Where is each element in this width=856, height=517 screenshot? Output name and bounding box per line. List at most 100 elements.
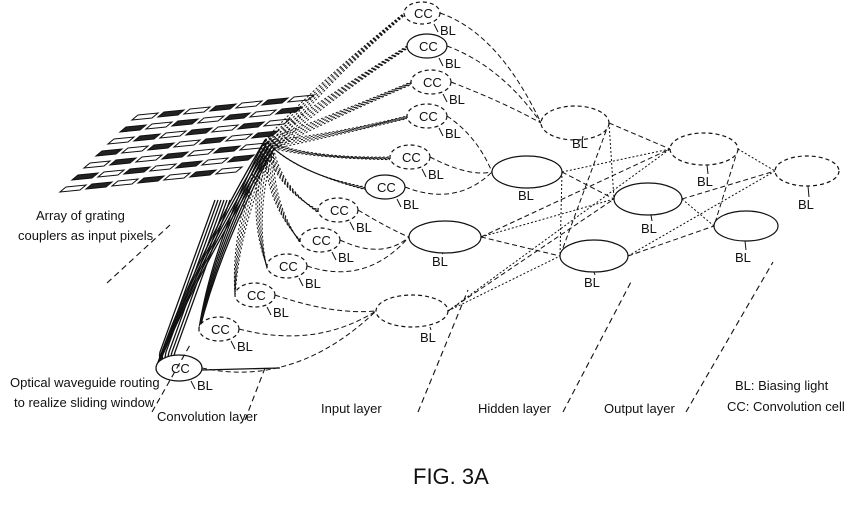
waveguide-route	[264, 45, 408, 141]
grating-coupler-pixel	[226, 154, 256, 163]
network-connections	[201, 12, 776, 373]
bl-label: BL	[428, 167, 444, 182]
array-annotation-line1: Array of grating	[36, 208, 125, 223]
grating-coupler-pixel	[172, 139, 202, 148]
bl-label: BL	[432, 254, 448, 269]
waveguide-route	[273, 148, 301, 243]
grating-coupler-pixel	[110, 178, 140, 187]
cc-label: CC	[414, 6, 433, 21]
layer-connection	[713, 148, 739, 227]
waveguide-route	[267, 141, 391, 159]
layer-connection	[447, 148, 671, 312]
grating-coupler-pixel	[132, 133, 162, 142]
cc-label: CC	[419, 109, 438, 124]
grating-coupler-pixel	[248, 109, 278, 118]
neuron-cell: BL	[774, 155, 840, 212]
layer-connection	[480, 198, 615, 238]
waveguide-route	[258, 144, 270, 268]
grating-coupler-pixel	[208, 103, 238, 112]
neuron-cell: BL	[669, 132, 739, 189]
waveguide-route	[261, 148, 275, 269]
grating-coupler-pixel	[144, 121, 174, 130]
figure-caption: FIG. 3A	[413, 464, 489, 489]
layer-connection	[480, 148, 671, 238]
legend-bl: BL: Biasing light	[735, 378, 829, 393]
cc-to-input-connection	[446, 115, 493, 173]
layer-connection	[608, 122, 615, 200]
cc-to-input-connection	[404, 171, 493, 195]
bl-label: BL	[197, 378, 213, 393]
layer-connection	[447, 198, 615, 312]
cc-label: CC	[330, 203, 349, 218]
waveguide-route	[271, 47, 408, 147]
grating-coupler-pixel	[130, 112, 160, 121]
cc-label: CC	[402, 150, 421, 165]
cc-to-input-connection	[446, 45, 542, 124]
legend-cc: CC: Convolution cell	[727, 399, 845, 414]
waveguide-route	[269, 144, 366, 189]
waveguide-route	[271, 117, 408, 148]
waveguide-route	[267, 116, 408, 143]
layer-connection	[608, 122, 671, 150]
layer-connection	[559, 171, 563, 257]
grating-coupler-pixel	[148, 163, 178, 172]
bl-label: BL	[518, 188, 534, 203]
cc-to-input-connection	[274, 294, 377, 313]
grating-coupler-pixel	[108, 157, 138, 166]
cc-to-input-connection	[238, 310, 377, 337]
grating-coupler-pixel	[158, 130, 188, 139]
cc-output-line	[201, 367, 281, 371]
grating-coupler-pixel	[120, 145, 150, 154]
layer-connection	[681, 170, 776, 200]
bl-label: BL	[449, 92, 465, 107]
waveguide-route	[155, 146, 273, 371]
waveguide-route	[269, 46, 408, 145]
grating-coupler-pixel	[146, 142, 176, 151]
cc-to-input-connection	[201, 310, 377, 373]
neuron-cell: BL	[713, 210, 779, 265]
bl-label: BL	[440, 23, 456, 38]
grating-coupler-pixel	[196, 115, 226, 124]
grating-coupler-pixel	[82, 160, 112, 169]
cc-label: CC	[171, 361, 190, 376]
cc-to-input-connection	[439, 12, 542, 124]
hidden-layer-label: Hidden layer	[478, 401, 552, 416]
layer-connection	[627, 170, 776, 257]
grating-coupler-pixel	[222, 112, 252, 121]
bl-label: BL	[420, 330, 436, 345]
grating-coupler-pixel	[186, 148, 216, 157]
grating-coupler-pixel	[274, 106, 304, 115]
grating-coupler-pixel	[286, 94, 316, 103]
grating-coupler-array	[58, 94, 316, 193]
cc-label: CC	[211, 322, 230, 337]
bl-label: BL	[641, 221, 657, 236]
cc-label: CC	[423, 75, 442, 90]
waveguide-route	[264, 12, 405, 141]
convolution-cell: CC BL	[155, 354, 213, 393]
waveguide-route	[267, 82, 412, 143]
waveguide-route	[269, 116, 408, 145]
layer-connection	[627, 225, 715, 257]
waveguide-route	[264, 139, 391, 158]
grating-coupler-pixel	[234, 100, 264, 109]
grating-coupler-pixel	[224, 133, 254, 142]
grating-coupler-pixel	[170, 118, 200, 127]
grating-coupler-pixel	[210, 124, 240, 133]
cc-to-input-connection	[450, 81, 542, 124]
waveguide-route	[273, 148, 366, 191]
cc-label: CC	[312, 233, 331, 248]
neuron-cell: BL	[559, 239, 629, 290]
grating-coupler-pixel	[84, 181, 114, 190]
convolution-cell: CC BL	[410, 69, 465, 107]
waveguide-route	[255, 139, 268, 267]
grating-coupler-pixel	[182, 106, 212, 115]
